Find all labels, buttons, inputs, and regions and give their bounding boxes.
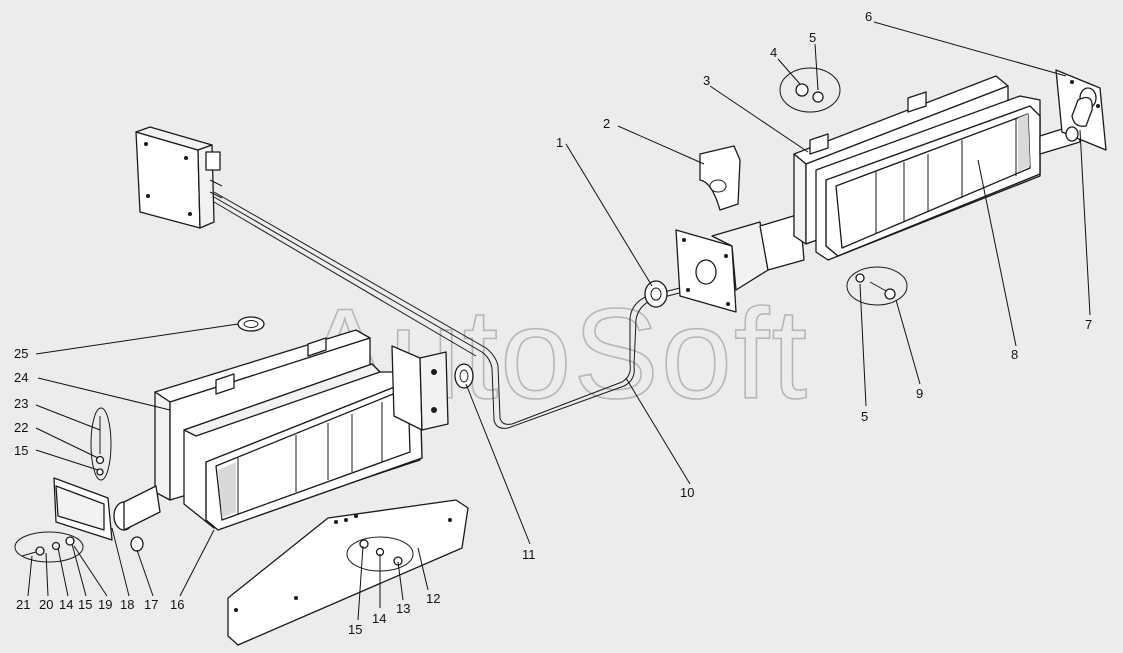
callout-13: 13 — [396, 601, 410, 616]
callout-9: 9 — [916, 386, 923, 401]
callout-8: 8 — [1011, 347, 1018, 362]
callout-21: 21 — [16, 597, 30, 612]
callout-18: 18 — [120, 597, 134, 612]
callout-15-upper: 15 — [14, 443, 28, 458]
centre-mount — [644, 145, 805, 313]
callout-11: 11 — [522, 547, 536, 562]
callout-labels: 1 2 3 4 5 6 7 8 9 5 10 11 12 13 14 15 16… — [14, 9, 1092, 637]
callout-23: 23 — [14, 396, 28, 411]
callout-6: 6 — [865, 9, 872, 24]
junction-box — [135, 126, 223, 229]
callout-3: 3 — [703, 73, 710, 88]
right-lamp-assembly — [793, 69, 1107, 261]
callout-24: 24 — [14, 370, 28, 385]
callout-15-plate: 15 — [348, 622, 362, 637]
callout-5-top: 5 — [809, 30, 816, 45]
right-fastener-group — [779, 67, 908, 306]
callout-20: 20 — [39, 597, 53, 612]
callout-7: 7 — [1085, 317, 1092, 332]
callout-5-right: 5 — [861, 409, 868, 424]
callout-10: 10 — [680, 485, 694, 500]
callout-12: 12 — [426, 591, 440, 606]
callout-14-left: 14 — [59, 597, 73, 612]
leader-lines — [27, 21, 1091, 621]
base-plate — [227, 499, 469, 646]
callout-17: 17 — [144, 597, 158, 612]
callout-2: 2 — [603, 116, 610, 131]
left-fastener-group — [14, 407, 112, 563]
callout-1: 1 — [556, 135, 563, 150]
callout-16: 16 — [170, 597, 184, 612]
wiring-harness — [213, 191, 763, 429]
callout-19: 19 — [98, 597, 112, 612]
left-lamp-assembly — [53, 316, 474, 552]
callout-22: 22 — [14, 420, 28, 435]
callout-25: 25 — [14, 346, 28, 361]
callout-4: 4 — [770, 45, 777, 60]
callout-15-left: 15 — [78, 597, 92, 612]
callout-14-plate: 14 — [372, 611, 386, 626]
